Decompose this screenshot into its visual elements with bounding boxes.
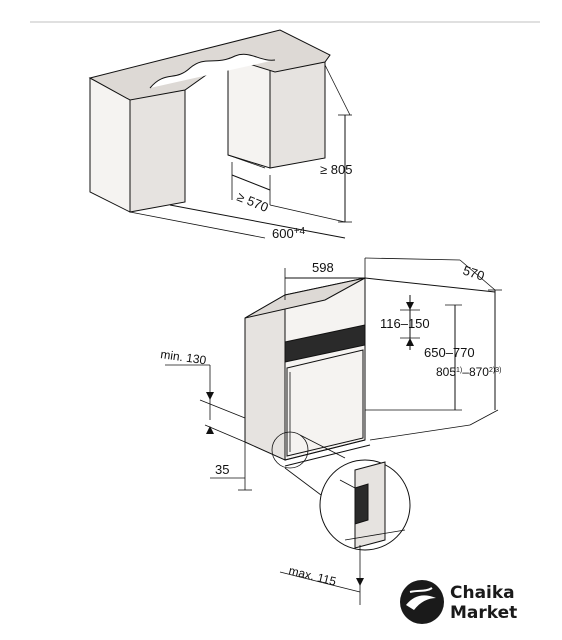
left-cabinet-front — [89, 77, 131, 213]
control-panel — [284, 324, 366, 363]
brand-name-line2: Market — [450, 603, 517, 623]
right-cabinet-side — [269, 59, 326, 169]
right-cabinet-front — [227, 54, 271, 169]
max-plinth-label: max. 115 — [287, 563, 338, 588]
worktop-break — [149, 53, 276, 89]
brand-logo: Chaika Market — [400, 580, 517, 624]
brand-name-line1: Chaika — [450, 583, 515, 603]
dishwasher-side — [244, 294, 286, 461]
top-gap-label: 116–150 — [380, 316, 430, 331]
cabinet-height-label: ≥ 805 — [320, 162, 352, 177]
foot-detail-circle — [271, 431, 309, 469]
min-gap-label: min. 130 — [160, 347, 208, 367]
cabinet-depth-label: ≥ 570 — [235, 189, 271, 215]
dishwasher-drawing: 598 570 116–150 650–770 8051)–8702)3) — [160, 257, 502, 605]
cabinet-width-label: 600+4 — [272, 226, 306, 241]
total-height-label: 8051)–8702)3) — [436, 365, 501, 379]
appliance-depth-label: 570 — [461, 263, 486, 284]
dishwasher-door — [286, 349, 364, 457]
cabinet-niche-drawing: ≥ 805 ≥ 570 600+4 — [88, 29, 352, 241]
left-cabinet-side — [129, 87, 186, 213]
door-height-label: 650–770 — [424, 345, 475, 360]
plinth-label: 35 — [215, 462, 229, 477]
appliance-width-label: 598 — [312, 260, 334, 275]
